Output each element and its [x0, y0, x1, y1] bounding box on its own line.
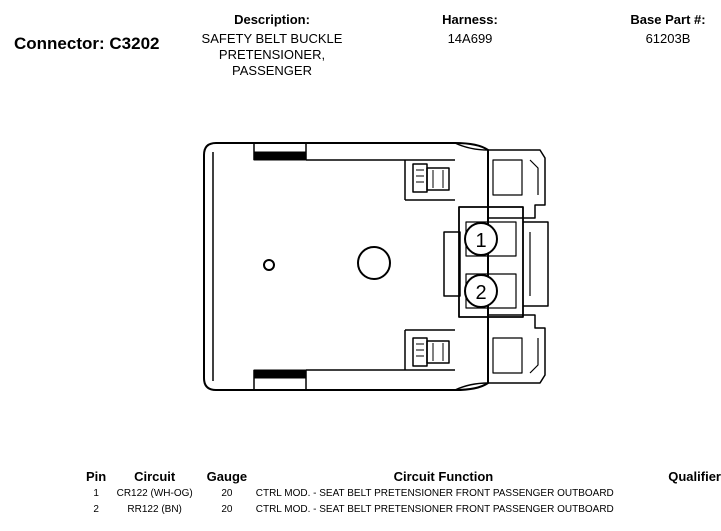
header-circuit: Circuit: [134, 468, 176, 484]
row-qualifier: [634, 501, 721, 517]
pin-table: Pin Circuit Gauge Circuit Function Quali…: [84, 467, 721, 517]
row-pin: 2: [93, 503, 99, 515]
description-value: SAFETY BELT BUCKLE PRETENSIONER, PASSENG…: [201, 31, 343, 78]
connector-title: Connector: C3202: [14, 34, 160, 53]
large-hole: [357, 246, 391, 280]
row-circuit-function: CTRL MOD. - SEAT BELT PRETENSIONER FRONT…: [255, 487, 614, 499]
pin-2-circle: [464, 274, 498, 308]
harness-label: Harness:: [442, 12, 498, 27]
pin-2-label: 2: [475, 282, 486, 304]
pin-cavity-block: [458, 206, 524, 318]
base-part-label: Base Part #:: [630, 12, 706, 27]
row-qualifier: [634, 485, 721, 501]
header-circuit-function: Circuit Function: [393, 468, 494, 484]
description-label: Description:: [234, 12, 310, 27]
top-right-tab: [488, 149, 546, 219]
row-gauge: 20: [221, 487, 233, 499]
table-row: 1 CR122 (WH-OG) 20 CTRL MOD. - SEAT BELT…: [84, 485, 721, 501]
row-gauge: 20: [221, 503, 233, 515]
bottom-latch: [253, 369, 307, 379]
pin-table-header: Pin Circuit Gauge Circuit Function Quali…: [84, 467, 721, 485]
small-hole: [263, 259, 275, 271]
connector-housing: [203, 142, 489, 391]
header-qualifier: Qualifier: [668, 468, 721, 484]
row-circuit: RR122 (BN): [127, 503, 182, 515]
pin-1-circle: [464, 222, 498, 256]
bottom-right-tab: [488, 314, 546, 384]
base-part-value: 61203B: [645, 31, 691, 46]
top-latch: [253, 151, 307, 161]
pin-1-label: 1: [475, 230, 486, 252]
harness-value: 14A699: [447, 31, 493, 46]
header-pin: Pin: [86, 468, 107, 484]
row-pin: 1: [93, 487, 99, 499]
table-row: 2 RR122 (BN) 20 CTRL MOD. - SEAT BELT PR…: [84, 501, 721, 517]
row-circuit-function: CTRL MOD. - SEAT BELT PRETENSIONER FRONT…: [255, 503, 614, 515]
header-gauge: Gauge: [206, 468, 248, 484]
row-circuit: CR122 (WH-OG): [116, 487, 193, 499]
